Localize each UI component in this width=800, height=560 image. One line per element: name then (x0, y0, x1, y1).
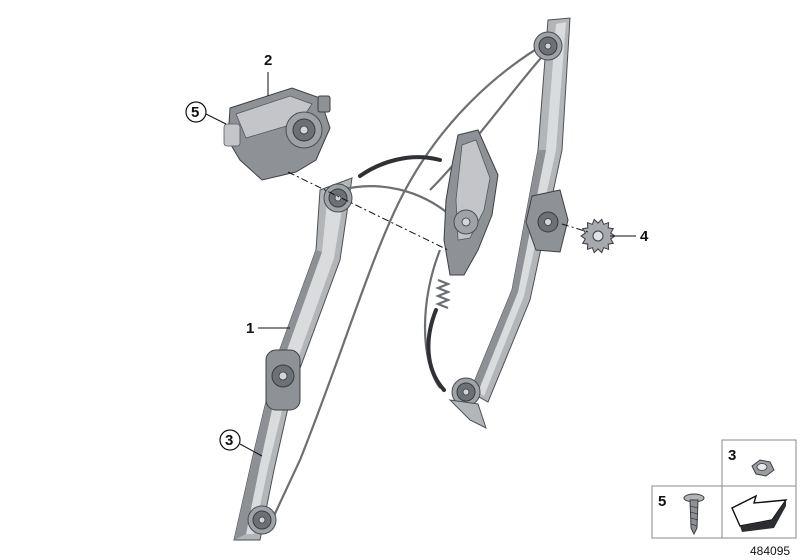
catalog-number: 484095 (750, 544, 790, 558)
callout-1: 1 (246, 320, 290, 337)
fastener-legend: 3 5 (651, 439, 797, 539)
regulator-cables (271, 41, 549, 521)
legend-number-nut: 3 (728, 447, 736, 464)
rear-guide-rail (469, 17, 571, 403)
callout-number-3: 3 (225, 432, 233, 449)
hex-nut-icon (751, 459, 775, 477)
shim-arrow-icon (731, 494, 788, 532)
callout-number-1: 1 (246, 320, 254, 337)
assembly-centerlines (287, 171, 589, 251)
window-lifter-motor (223, 87, 331, 181)
gear-wheel (580, 218, 616, 254)
callout-5-circled: 5 (185, 101, 227, 125)
lower-front-pulley (247, 505, 277, 535)
callout-number-5: 5 (191, 104, 199, 121)
middle-front-drum (265, 349, 301, 411)
callout-3-circled: 3 (219, 429, 263, 457)
callout-4: 4 (610, 228, 649, 245)
screw-icon (683, 493, 705, 536)
cable-drive-slider (435, 129, 499, 310)
callout-number-2: 2 (264, 52, 272, 69)
upper-rear-pulley (533, 31, 563, 61)
lower-rear-pulley (448, 377, 487, 429)
callout-2: 2 (264, 52, 272, 96)
legend-number-screw: 5 (658, 493, 666, 510)
upper-front-pulley (323, 183, 353, 213)
callout-number-4: 4 (640, 228, 649, 245)
rear-rail-gear-housing (525, 189, 569, 253)
